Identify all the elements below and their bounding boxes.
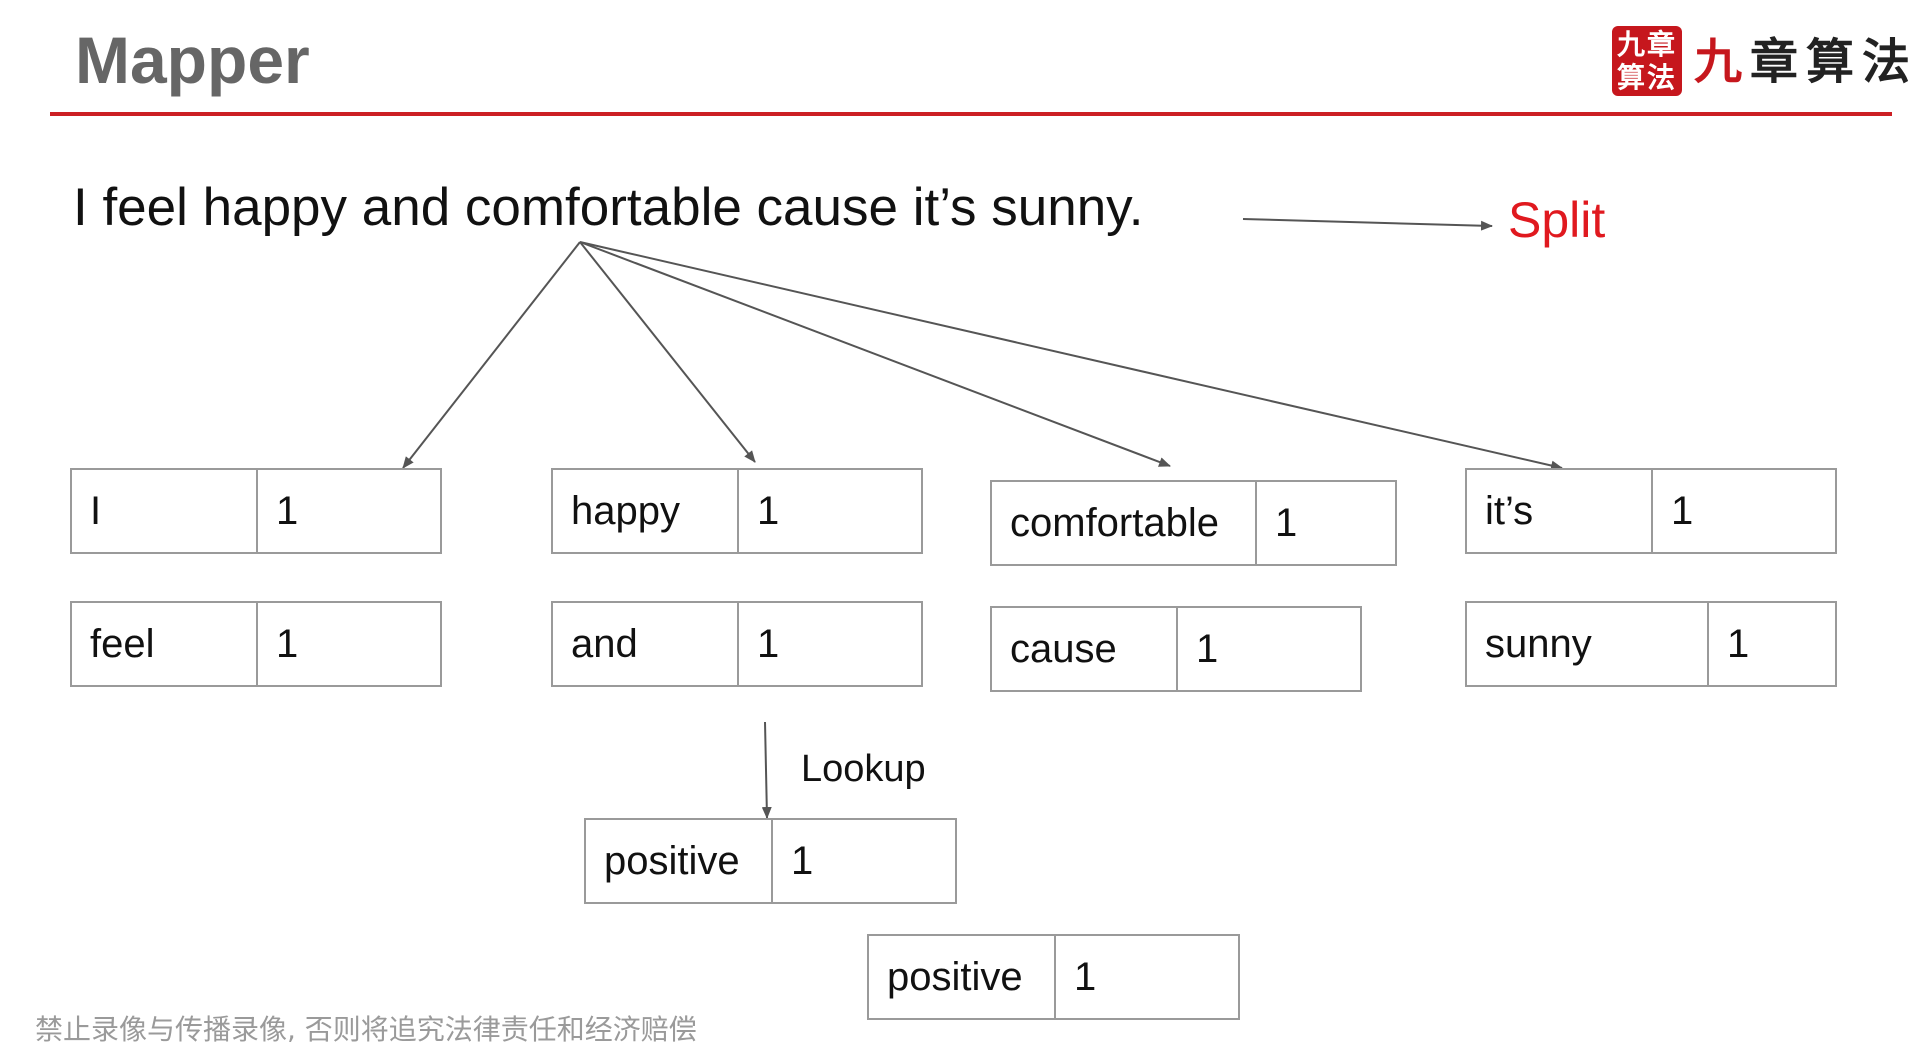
pair-value: 1 (1074, 954, 1097, 999)
pair-value: 1 (276, 621, 299, 666)
pair-key: happy (553, 470, 739, 552)
pair-value: 1 (1671, 488, 1694, 533)
logo-wordmark: 九章算法 (1694, 32, 1914, 92)
pair-key: I (72, 470, 258, 552)
input-sentence: I feel happy and comfortable cause it’s … (73, 178, 1144, 237)
brand-logo: 九章算法 九章算法 (1612, 20, 1910, 102)
pair-value: 1 (1275, 500, 1298, 545)
pair-value: 1 (791, 838, 814, 883)
pair-box-its: it’s 1 (1465, 468, 1837, 554)
logo-seal-icon: 九章算法 (1612, 26, 1682, 96)
pair-box-happy: happy 1 (551, 468, 923, 554)
logo-wordmark-rest: 章算法 (1750, 34, 1914, 90)
copyright-notice: 禁止录像与传播录像, 否则将追究法律责任和经济赔偿 (35, 1013, 697, 1046)
pair-key: positive (869, 936, 1056, 1018)
pair-value: 1 (276, 488, 299, 533)
pair-box-and: and 1 (551, 601, 923, 687)
logo-seal-text: 九章算法 (1616, 28, 1677, 94)
arrow-to-its (579, 241, 1563, 471)
pair-value: 1 (757, 621, 780, 666)
pair-box-sunny: sunny 1 (1465, 601, 1837, 687)
pair-box-feel: feel 1 (70, 601, 442, 687)
pair-key: it’s (1467, 470, 1653, 552)
pair-box-comfortable: comfortable 1 (990, 480, 1397, 566)
pair-key: and (553, 603, 739, 685)
title-divider (50, 112, 1892, 116)
lookup-arrow (761, 721, 772, 819)
arrow-to-happy (579, 241, 756, 463)
pair-value: 1 (1196, 626, 1219, 671)
pair-box-positive: positive 1 (867, 934, 1240, 1020)
logo-wordmark-first: 九 (1694, 34, 1751, 90)
pair-key: comfortable (992, 482, 1257, 564)
pair-key: cause (992, 608, 1178, 690)
split-arrow (1242, 218, 1493, 231)
arrow-to-comfortable (579, 241, 1171, 467)
pair-value: 1 (757, 488, 780, 533)
pair-value: 1 (1727, 621, 1750, 666)
pair-box-i: I 1 (70, 468, 442, 554)
split-label: Split (1508, 192, 1606, 248)
pair-box-positive-lookup: positive 1 (584, 818, 957, 904)
lookup-label: Lookup (801, 748, 926, 790)
pair-key: positive (586, 820, 773, 902)
pair-box-cause: cause 1 (990, 606, 1362, 692)
pair-key: sunny (1467, 603, 1709, 685)
arrow-to-i (402, 241, 581, 469)
slide-title: Mapper (75, 23, 310, 97)
pair-key: feel (72, 603, 258, 685)
